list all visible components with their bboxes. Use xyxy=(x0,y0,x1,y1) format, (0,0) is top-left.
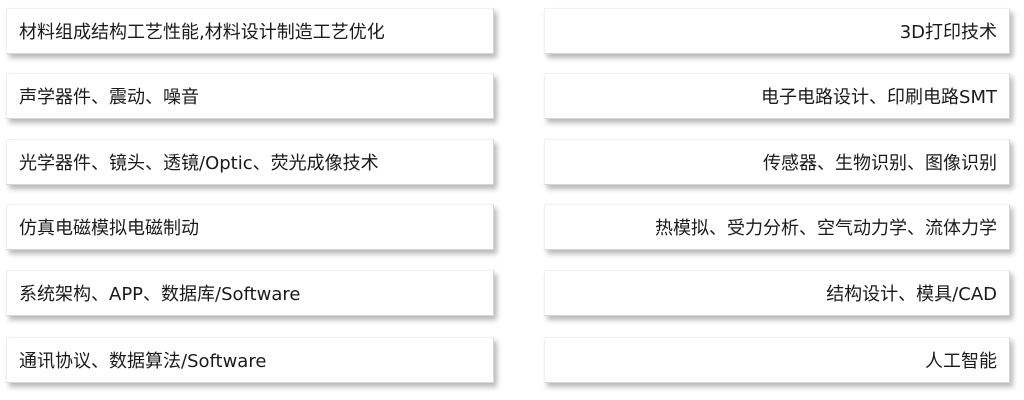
tag-electronic-circuit-design: 电子电路设计、印刷电路SMT xyxy=(544,73,1010,119)
tag-artificial-intelligence: 人工智能 xyxy=(544,337,1010,383)
tag-optics: 光学器件、镜头、透镜/Optic、荧光成像技术 xyxy=(6,139,494,185)
tag-3d-printing: 3D打印技术 xyxy=(544,8,1010,54)
tag-electromagnetic-simulation: 仿真电磁模拟电磁制动 xyxy=(6,204,494,250)
tag-communication-algorithms: 通讯协议、数据算法/Software xyxy=(6,337,494,383)
tag-acoustics: 声学器件、震动、噪音 xyxy=(6,73,494,119)
tag-sensors-recognition: 传感器、生物识别、图像识别 xyxy=(544,139,1010,185)
tag-thermal-fluid-simulation: 热模拟、受力分析、空气动力学、流体力学 xyxy=(544,204,1010,250)
tag-materials-engineering: 材料组成结构工艺性能,材料设计制造工艺优化 xyxy=(6,8,494,54)
tag-system-architecture-software: 系统架构、APP、数据库/Software xyxy=(6,270,494,316)
tag-structural-design-cad: 结构设计、模具/CAD xyxy=(544,270,1010,316)
